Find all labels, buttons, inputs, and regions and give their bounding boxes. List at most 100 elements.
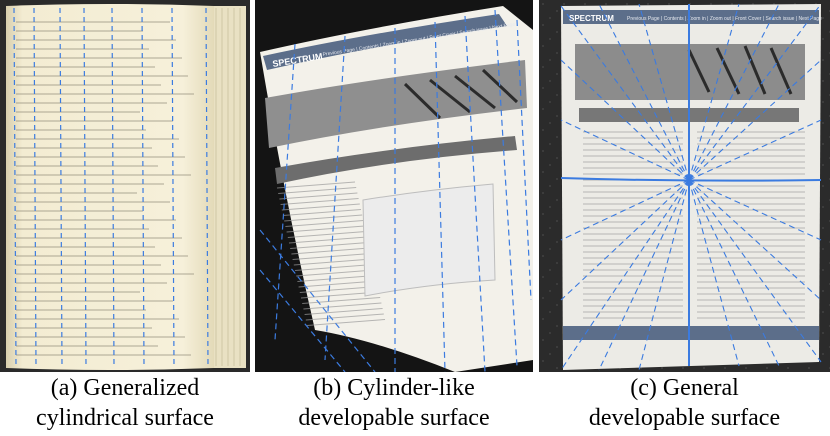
book-text-lines (16, 21, 194, 356)
panel-a-image (0, 0, 250, 372)
carpet-dot (542, 3, 544, 5)
ruling-line (516, 19, 532, 301)
rulings-b (259, 9, 532, 372)
text-line (291, 247, 370, 255)
carpet-dot (549, 332, 551, 334)
text-line (278, 187, 357, 194)
carpet-dot (822, 101, 824, 103)
carpet-dot (584, 3, 586, 5)
book-edge-lines (215, 8, 241, 366)
carpet-dot (549, 206, 551, 208)
carpet-dot (556, 346, 558, 348)
carpet-dot (549, 164, 551, 166)
carpet-dot (542, 297, 544, 299)
carpet-dot (549, 38, 551, 40)
panel-c: SPECTRUM Previous Page | Contents | Zoom… (539, 0, 830, 436)
carpet-dot (542, 234, 544, 236)
ruling-line (111, 7, 115, 367)
carpet-dot (556, 73, 558, 75)
carpet-dot (661, 367, 663, 369)
carpet-dot (822, 206, 824, 208)
text-line (293, 258, 372, 266)
text-line (290, 242, 369, 249)
carpet-dot (549, 353, 551, 355)
carpet-dot (542, 87, 544, 89)
carpet-dot (542, 360, 544, 362)
carpet-dot (556, 115, 558, 117)
text-line (276, 181, 356, 189)
carpet-dot (647, 3, 649, 5)
carpet-dot (549, 101, 551, 103)
ruling-line (59, 7, 63, 367)
text-line (280, 198, 359, 205)
carpet-dot (549, 143, 551, 145)
carpet-dot (542, 192, 544, 194)
text-line (294, 264, 374, 271)
ruling-line (141, 7, 145, 367)
ruling-line (688, 119, 822, 181)
text-line (286, 225, 365, 233)
panel-b: SPECTRUM Previous Page | Contents | Zoom… (255, 0, 533, 436)
carpet-dot (822, 185, 824, 187)
spectrum-nav: Previous Page | Contents | Zoom in | Zoo… (627, 16, 822, 22)
carpet-dot (549, 311, 551, 313)
carpet-dot (556, 241, 558, 243)
carpet-dot (794, 3, 796, 5)
text-line (305, 313, 384, 321)
carpet-dot (822, 164, 824, 166)
carpet-dot (549, 80, 551, 82)
carpet-dot (822, 248, 824, 250)
ruling-line (13, 7, 17, 367)
carpet-dot (822, 122, 824, 124)
ruling-line (171, 7, 175, 367)
carpet-dot (549, 17, 551, 19)
spectrum-bar-top (563, 10, 819, 24)
caption-c: (c) General developable surface (539, 373, 830, 433)
ruling-line (560, 179, 690, 371)
ruling-line (324, 35, 346, 361)
carpet-dot (822, 290, 824, 292)
carpet-dot (556, 136, 558, 138)
book-page (6, 4, 214, 370)
carpet-dot (822, 227, 824, 229)
carpet-dot (822, 269, 824, 271)
carpet-dot (822, 38, 824, 40)
caption-a-line2: cylindrical surface (36, 405, 214, 431)
carpet-dot (556, 157, 558, 159)
text-line (288, 236, 368, 244)
carpet-dot (556, 31, 558, 33)
carpet-dot (822, 332, 824, 334)
text-line (285, 220, 364, 227)
text-line (287, 231, 366, 238)
ruling-line (638, 179, 690, 371)
carpet-dot (640, 367, 642, 369)
carpet-dot (549, 59, 551, 61)
caption-b: (b) Cylinder-like developable surface (255, 373, 533, 433)
carpet-dot (626, 3, 628, 5)
carpet-dot (815, 3, 817, 5)
carpet-dot (542, 318, 544, 320)
carpet-dot (549, 248, 551, 250)
ruling-line (638, 3, 690, 181)
ruling-line (688, 3, 822, 181)
spectrum-logo: SPECTRUM (569, 14, 614, 23)
ruling-line (688, 3, 780, 181)
carpet-dot (766, 367, 768, 369)
carpet-dot (822, 143, 824, 145)
ruling-line (688, 179, 822, 363)
carpet-dot (549, 290, 551, 292)
carpet-dot (556, 178, 558, 180)
carpet-dot (668, 3, 670, 5)
carpet-dot (822, 80, 824, 82)
caption-a: (a) Generalized cylindrical surface (0, 373, 250, 433)
carpet-dot (682, 367, 684, 369)
diagram-box (362, 183, 496, 297)
carpet-dot (556, 94, 558, 96)
carpet-dot (542, 276, 544, 278)
book-edge (212, 6, 246, 368)
carpet-dot (549, 185, 551, 187)
carpet-dot (731, 3, 733, 5)
carpet-dot (556, 10, 558, 12)
caption-a-line1: (a) Generalized (50, 375, 200, 401)
carpet-dot (787, 367, 789, 369)
